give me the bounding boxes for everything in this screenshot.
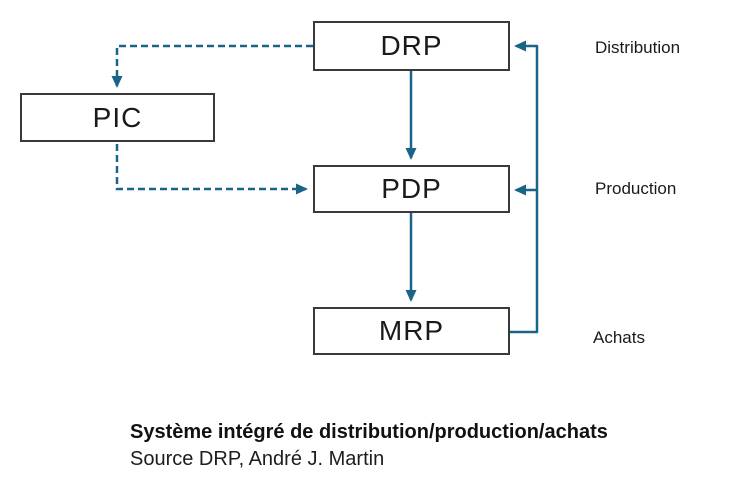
node-pic: PIC [20, 93, 215, 142]
arrow-pic-to-pdp-dashed [115, 144, 308, 195]
node-pic-label: PIC [92, 101, 143, 133]
caption: Système intégré de distribution/producti… [130, 419, 608, 473]
side-label-achats: Achats [593, 328, 645, 347]
caption-title: Système intégré de distribution/producti… [130, 421, 608, 443]
side-label-distribution: Distribution [595, 38, 681, 57]
node-pdp: PDP [313, 165, 510, 213]
caption-source: Source DRP, André J. Martin [130, 448, 385, 470]
node-pdp-label: PDP [381, 173, 442, 204]
arrow-drp-to-pic-dashed [111, 44, 313, 88]
node-mrp-label: MRP [378, 315, 445, 346]
node-drp-label: DRP [380, 30, 443, 61]
node-drp: DRP [313, 21, 510, 71]
side-label-production: Production [595, 179, 677, 198]
node-mrp: MRP [313, 307, 510, 355]
